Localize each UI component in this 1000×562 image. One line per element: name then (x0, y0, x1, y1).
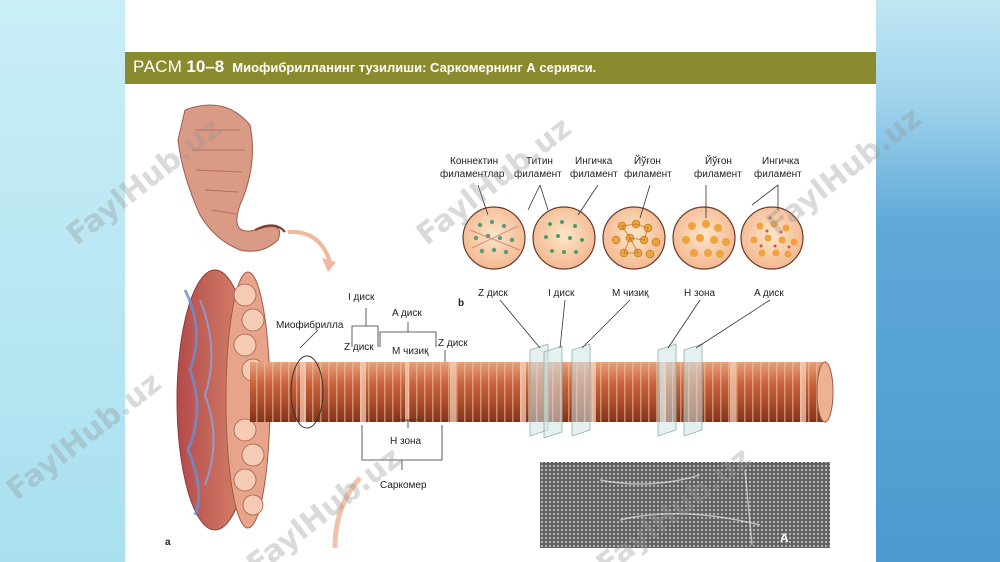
cs-label-i-disc: I диск (548, 288, 575, 299)
cs-label-a-disc: A диск (754, 288, 784, 299)
cs-label-h-zone: H зона (684, 288, 716, 299)
cross-section-a-disc (740, 206, 804, 270)
top-label-5-line2: филамент (694, 168, 742, 180)
top-label-4-line2: филамент (624, 168, 672, 180)
cross-section-h-zone (672, 206, 736, 270)
section-planes (529, 343, 703, 439)
title-text: Миофибрилланинг тузилиши: Саркомернинг А… (232, 60, 597, 75)
panel-b-letter: b (458, 298, 464, 309)
muscle-fiber-illustration (177, 104, 336, 272)
title-bar (125, 52, 876, 84)
h-zone-label: H зона (390, 436, 422, 447)
cross-section-labels: Z диск I диск М чизиқ H зона A диск b (458, 288, 784, 309)
top-label-6-line1: Ингичка (762, 156, 800, 167)
sarcomere-brackets (299, 308, 446, 470)
myofibril-label: Миофибрилла (276, 319, 344, 331)
top-label-5-line1: Йўғон (705, 154, 732, 167)
cross-section-m-line (602, 206, 666, 270)
title-number: 10–8 (186, 57, 225, 76)
micrograph-letter: A (780, 531, 789, 545)
cross-section-i-disc (532, 206, 596, 270)
left-background (0, 0, 125, 562)
panel-a-letter: a (165, 537, 171, 548)
z-disc-left-label: Z диск (344, 342, 374, 353)
top-label-6-line2: филамент (754, 168, 802, 180)
top-label-1-line2: филаментлар (440, 168, 505, 180)
cs-label-m-line: М чизиқ (612, 288, 649, 299)
section-leaders (499, 299, 771, 349)
top-labels: Коннектин филаментлар Титин филамент Инг… (440, 154, 802, 180)
sarcomere-labels: Миофибрилла I диск A диск Z диск М чизиқ… (165, 292, 468, 548)
top-label-2-line1: Титин (526, 156, 553, 167)
title-prefix: РАСМ (133, 57, 183, 76)
cross-section-z-disc (462, 206, 526, 270)
i-disc-label: I диск (348, 292, 375, 303)
electron-micrograph: A (540, 462, 830, 548)
top-label-2-line2: филамент (514, 168, 562, 180)
top-label-4-line1: Йўғон (634, 154, 661, 167)
sarcomere-label: Саркомер (380, 480, 427, 491)
right-background (876, 0, 1000, 562)
top-label-3-line1: Ингичка (575, 156, 613, 167)
top-label-pointers (477, 184, 779, 219)
myofibril-bundle (176, 269, 271, 531)
top-label-1-line1: Коннектин (450, 156, 498, 167)
top-label-3-line2: филамент (570, 168, 618, 180)
a-disc-label: A диск (392, 308, 422, 319)
cs-label-z-disc: Z диск (478, 288, 508, 299)
m-line-label: М чизиқ (392, 346, 429, 357)
curved-arrow (332, 476, 362, 549)
z-disc-right-label: Z диск (438, 338, 468, 349)
